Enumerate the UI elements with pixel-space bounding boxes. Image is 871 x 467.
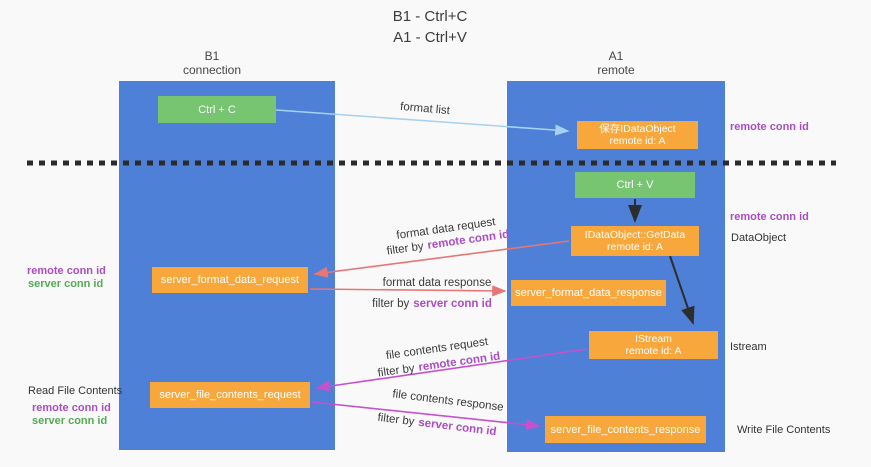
getdata-line1: IDataObject::GetData [584, 228, 686, 241]
write-file-contents-label: Write File Contents [737, 424, 831, 436]
format-data-response-label: format data response [382, 277, 492, 289]
remote-conn-id-left-label: remote conn id [27, 265, 106, 277]
remote-conn-id-bottom-left-label: remote conn id [32, 402, 111, 414]
format-response-filter-label: filter by server conn id [372, 298, 492, 310]
diagram-title: B1 - Ctrl+C A1 - Ctrl+V [393, 6, 468, 48]
title-line-2: A1 - Ctrl+V [393, 29, 467, 46]
right-column-subtitle: remote [597, 63, 635, 77]
server-conn-id-text: server conn id [413, 298, 492, 310]
server-format-data-response-label: server_format_data_response [515, 287, 662, 299]
server-file-contents-response-node: server_file_contents_response [545, 416, 706, 443]
istream-node: IStream remote id: A [589, 331, 718, 359]
server-file-contents-request-label: server_file_contents_request [159, 389, 301, 401]
server-conn-id-left-label: server conn id [28, 278, 104, 290]
left-column-header: B1 connection [183, 49, 241, 77]
remote-conn-id-top-right-label: remote conn id [730, 121, 809, 133]
right-column-name: A1 [608, 49, 624, 63]
remote-conn-id-mid-right-label: remote conn id [730, 211, 809, 223]
dataobject-label: DataObject [731, 232, 787, 244]
read-file-contents-label: Read File Contents [28, 385, 123, 397]
server-conn-id-bottom-left-label: server conn id [32, 415, 108, 427]
left-column-name: B1 [204, 49, 220, 63]
istream-line1: IStream [635, 332, 672, 345]
getdata-line2: remote id: A [606, 241, 664, 253]
filter-by-text: filter by [376, 411, 416, 429]
ctrl-v-label: Ctrl + V [616, 179, 654, 191]
server-format-data-request-label: server_format_data_request [160, 274, 300, 286]
server-file-contents-request-node: server_file_contents_request [150, 382, 310, 408]
ctrl-c-label: Ctrl + C [198, 103, 236, 116]
getdata-node: IDataObject::GetData remote id: A [571, 226, 699, 256]
file-contents-response-label: file contents response [391, 388, 505, 414]
ctrl-c-node: Ctrl + C [158, 96, 276, 123]
server-conn-id-text: server conn id [417, 416, 498, 439]
server-format-data-request-node: server_format_data_request [152, 267, 308, 293]
save-dataobject-line1: 保存IDataObject [599, 122, 676, 135]
title-line-1: B1 - Ctrl+C [392, 8, 468, 25]
save-dataobject-node: 保存IDataObject remote id: A [577, 121, 698, 149]
left-column-subtitle: connection [182, 63, 242, 77]
format-data-response-arrow [309, 285, 507, 297]
right-column-header: A1 remote [597, 49, 634, 77]
server-file-contents-response-label: server_file_contents_response [550, 423, 701, 436]
istream-side-label: Istream [730, 341, 767, 353]
ctrl-v-node: Ctrl + V [575, 172, 695, 198]
filter-by-text: filter by [377, 362, 416, 380]
filter-by-text: filter by [386, 240, 425, 258]
save-dataobject-line2: remote id: A [609, 135, 666, 147]
server-format-data-response-node: server_format_data_response [511, 280, 666, 306]
format-list-label: format list [399, 100, 451, 118]
filter-by-text: filter by [372, 298, 410, 310]
istream-line2: remote id: A [625, 345, 682, 357]
file-response-filter-label: filter by server conn id [377, 412, 497, 438]
